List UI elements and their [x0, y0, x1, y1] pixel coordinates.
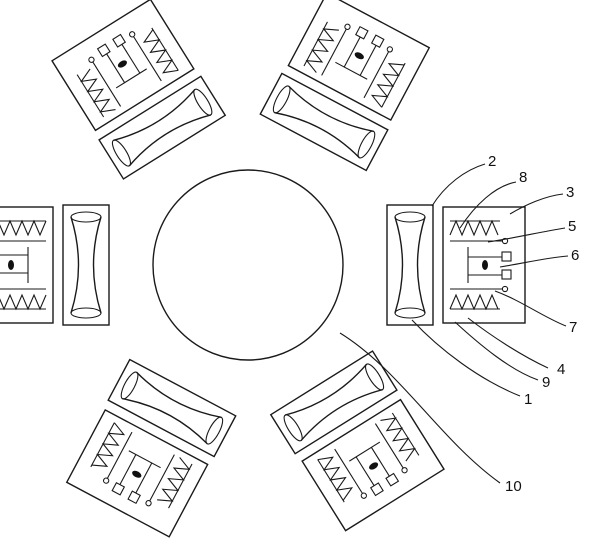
- label-7: 7: [569, 319, 577, 336]
- label-2: 2: [488, 153, 496, 170]
- unit-upper-left: [49, 0, 226, 180]
- leader-2: [431, 163, 486, 207]
- leader-9: [454, 321, 539, 381]
- unit-lower-right: [270, 350, 447, 533]
- label-8: 8: [519, 169, 527, 186]
- label-1: 1: [524, 391, 532, 408]
- leader-5: [487, 227, 566, 243]
- unit-right: [386, 204, 526, 326]
- unit-upper-right: [259, 0, 432, 172]
- label-10: 10: [505, 478, 522, 495]
- unit-left: [0, 204, 110, 326]
- reference-numerals: 2 8 3 5 6 7 4 9 1 10: [488, 153, 579, 495]
- label-6: 6: [571, 247, 579, 264]
- leader-6: [499, 255, 569, 268]
- leader-3: [509, 193, 564, 215]
- central-chamber: [152, 169, 344, 361]
- leader-8: [459, 181, 517, 229]
- leader-lines: [339, 163, 569, 484]
- unit-lower-left: [64, 358, 237, 539]
- leader-1: [411, 319, 521, 397]
- leader-7: [494, 290, 567, 327]
- leader-10: [339, 332, 501, 484]
- leader-4: [467, 317, 549, 369]
- label-9: 9: [542, 374, 550, 391]
- label-4: 4: [557, 361, 565, 378]
- label-3: 3: [566, 184, 574, 201]
- label-5: 5: [568, 218, 576, 235]
